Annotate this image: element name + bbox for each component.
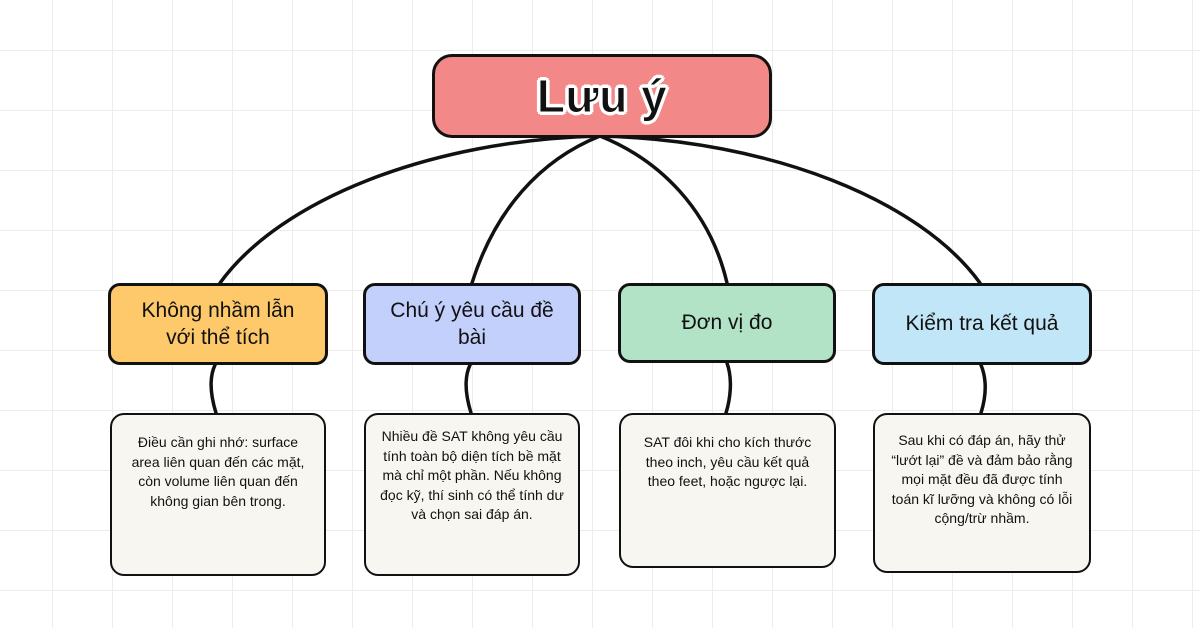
connector-title-to-cat3 <box>598 134 729 285</box>
connector-cat2-to-note2 <box>464 363 473 415</box>
note-text: Điều cần ghi nhớ: surface area liên quan… <box>131 434 305 509</box>
connector-cat3-to-note3 <box>724 361 733 415</box>
category-label: Chú ý yêu cầu đề bài <box>390 298 554 349</box>
category-label: Không nhầm lẫn với thể tích <box>141 298 295 349</box>
page-title: Lưu ý <box>536 70 668 123</box>
note-box-check: Sau khi có đáp án, hãy thử “lướt lại” đề… <box>873 413 1091 573</box>
category-label: Kiểm tra kết quả <box>905 312 1059 336</box>
note-text: SAT đôi khi cho kích thước theo inch, yê… <box>643 434 812 490</box>
category-label: Đơn vị đo <box>681 311 773 335</box>
title-box: Lưu ý <box>432 54 772 138</box>
note-text: Nhiều đề SAT không yêu cầu tính toàn bộ … <box>380 428 564 523</box>
note-box-requirements: Nhiều đề SAT không yêu cầu tính toàn bộ … <box>364 413 580 576</box>
note-box-units: SAT đôi khi cho kích thước theo inch, yê… <box>619 413 836 568</box>
connector-cat1-to-note1 <box>209 363 218 415</box>
connector-title-to-cat4 <box>598 134 982 285</box>
category-box-requirements: Chú ý yêu cầu đề bài <box>363 283 581 365</box>
category-box-units: Đơn vị đo <box>618 283 836 363</box>
category-box-check: Kiểm tra kết quả <box>872 283 1092 365</box>
connector-cat4-to-note4 <box>979 363 987 415</box>
connector-title-to-cat1 <box>218 134 602 285</box>
connector-title-to-cat2 <box>470 134 602 285</box>
category-box-volume: Không nhầm lẫn với thể tích <box>108 283 328 365</box>
note-box-volume: Điều cần ghi nhớ: surface area liên quan… <box>110 413 326 576</box>
note-text: Sau khi có đáp án, hãy thử “lướt lại” đề… <box>891 432 1073 527</box>
